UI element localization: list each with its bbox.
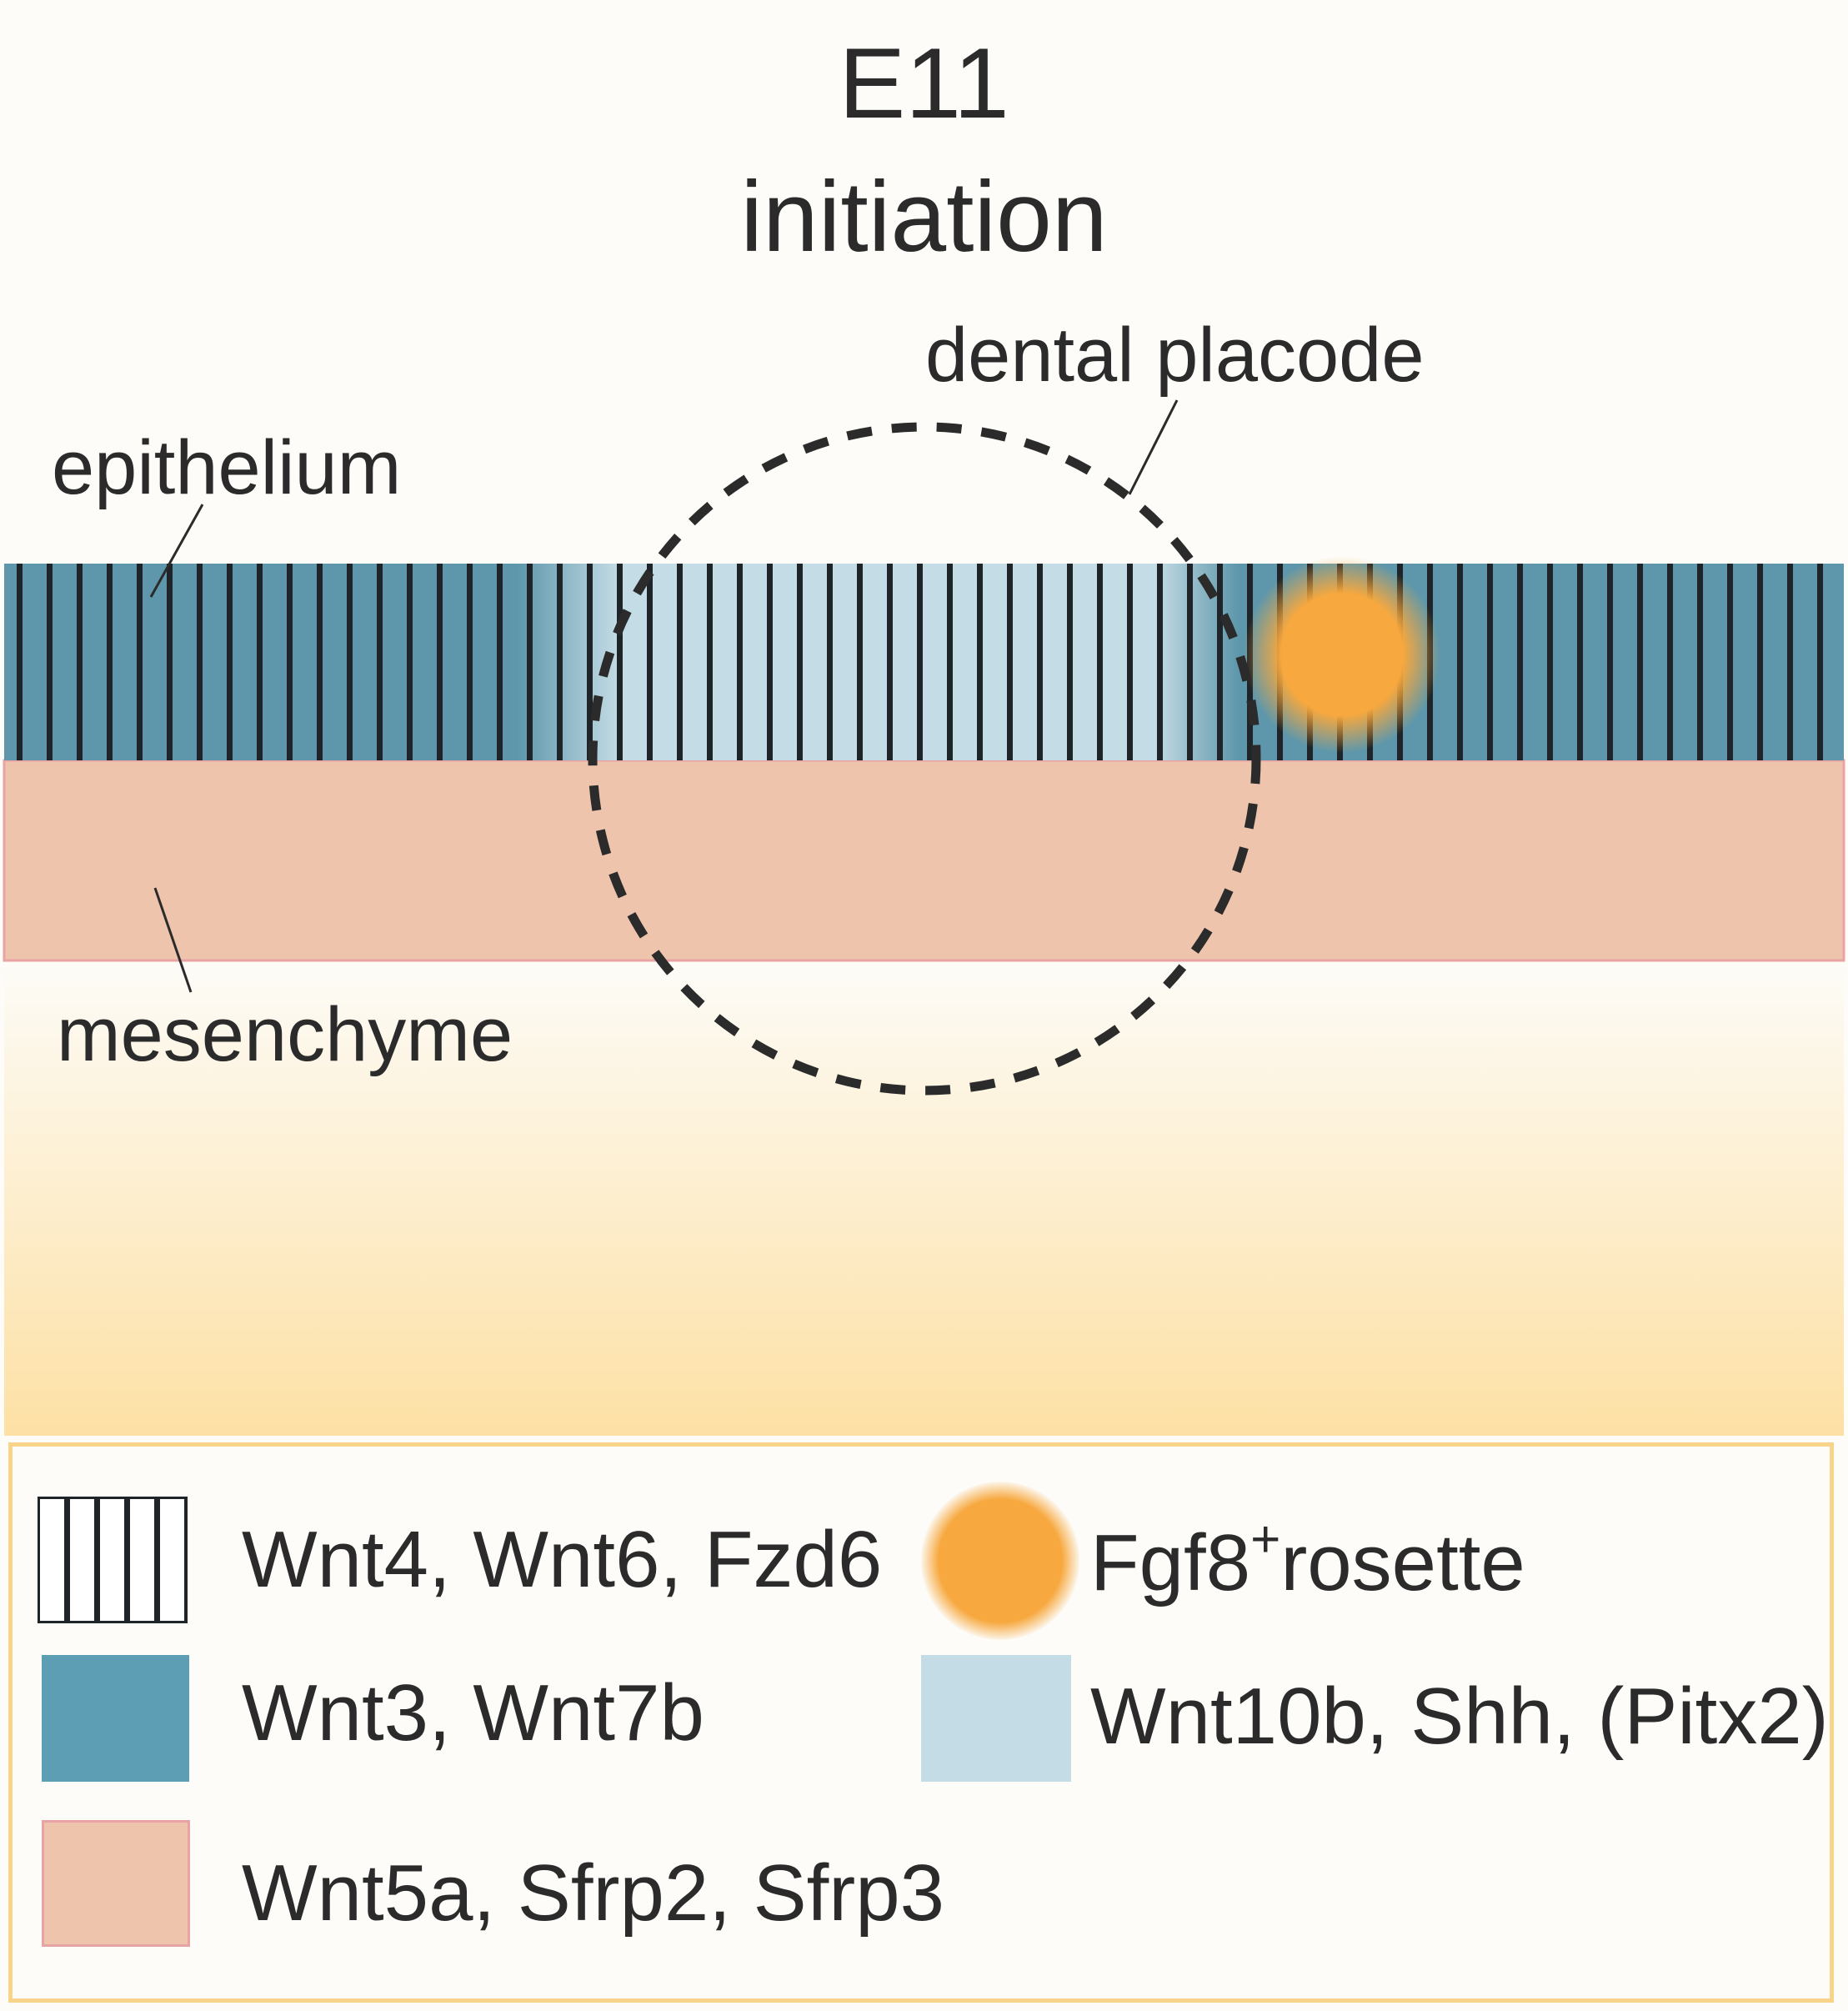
light-blue-swatch — [921, 1655, 1071, 1782]
epithelium-stripe — [317, 564, 323, 760]
epithelium-stripe — [107, 564, 113, 760]
epithelium-stripe — [647, 564, 653, 760]
epithelium-stripe — [1187, 564, 1193, 760]
orange-circle-icon — [921, 1482, 1079, 1640]
epithelium-stripe — [287, 564, 293, 760]
placode-pointer-line — [1128, 399, 1179, 495]
epithelium-stripe — [707, 564, 713, 760]
epithelium-stripe — [17, 564, 23, 760]
epithelium-label: epithelium — [52, 425, 402, 510]
epithelium-stripe — [677, 564, 683, 760]
phase-title: initiation — [740, 161, 1108, 273]
mesenchyme-label: mesenchyme — [57, 992, 513, 1077]
stage-title: E11 — [839, 28, 1009, 139]
epithelium-stripe — [557, 564, 563, 760]
epithelium-stripe — [1697, 564, 1703, 760]
epithelium-stripe — [827, 564, 833, 760]
epithelium-stripe — [47, 564, 53, 760]
epithelium-stripe — [1547, 564, 1553, 760]
mesenchyme-pointer-line — [153, 887, 193, 993]
diagram-canvas: E11 initiation dental placode epithelium… — [3, 28, 1845, 1436]
epithelium-stripe — [1517, 564, 1523, 760]
epithelium-stripe — [137, 564, 143, 760]
pink-swatch — [42, 1820, 190, 1947]
epithelium-stripe — [1727, 564, 1733, 760]
diagram-svg — [3, 399, 1845, 1436]
stripes-swatch — [38, 1497, 188, 1623]
epithelium-stripe — [77, 564, 83, 760]
epithelium-stripe — [257, 564, 263, 760]
epithelium-stripe — [977, 564, 983, 760]
rosette-text: rosette — [1280, 1518, 1525, 1607]
fgf8-rosette — [1244, 556, 1440, 753]
epithelium-stripe — [947, 564, 953, 760]
epithelium-stripe — [467, 564, 473, 760]
epithelium-stripe — [1007, 564, 1013, 760]
epithelium-stripe — [587, 564, 593, 760]
light-blue-legend-label: Wnt10b, Shh, (Pitx2) — [1090, 1672, 1829, 1761]
epithelium-stripe — [1037, 564, 1043, 760]
yellow-gradient-region — [4, 959, 1844, 1436]
epithelium-stripe — [617, 564, 623, 760]
epithelium-stripe — [1457, 564, 1463, 760]
epithelium-stripe — [197, 564, 203, 760]
legend-box: Wnt4, Wnt6, Fzd6 Wnt3, Wnt7b Wnt5a, Sfrp… — [8, 1442, 1834, 2003]
epithelium-stripe — [1097, 564, 1103, 760]
epithelium-stripe — [1487, 564, 1493, 760]
epithelium-stripes — [17, 564, 1823, 760]
epithelium-stripe — [767, 564, 773, 760]
fgf8-superscript: + — [1250, 1511, 1281, 1568]
epithelium-stripe — [497, 564, 503, 760]
epithelium-stripe — [887, 564, 893, 760]
dental-placode-circle — [588, 422, 1261, 1096]
epithelium-stripe — [1217, 564, 1223, 760]
dental-placode-label: dental placode — [925, 313, 1425, 398]
epithelium-stripe — [737, 564, 743, 760]
epithelium-stripe — [1637, 564, 1643, 760]
epithelium-stripe — [377, 564, 383, 760]
epithelium-stripe — [857, 564, 863, 760]
epithelium-stripe — [917, 564, 923, 760]
epithelium-stripe — [227, 564, 233, 760]
fgf8-text: Fgf8 — [1090, 1518, 1251, 1607]
epithelium-stripe — [1127, 564, 1133, 760]
epithelium-stripe — [1157, 564, 1163, 760]
epithelium-stripe — [167, 564, 173, 760]
dark-blue-swatch — [42, 1655, 189, 1782]
epithelium-stripe — [527, 564, 533, 760]
epithelium-stripe — [1787, 564, 1793, 760]
epithelium-stripe — [347, 564, 353, 760]
mesenchyme-band — [3, 759, 1845, 962]
epithelium-pointer-line — [149, 504, 204, 598]
epithelium-stripe — [1757, 564, 1763, 760]
epithelium-band — [4, 564, 1844, 760]
epithelium-stripe — [1067, 564, 1073, 760]
dark-blue-legend-label: Wnt3, Wnt7b — [242, 1668, 704, 1758]
epithelium-stripe — [1577, 564, 1583, 760]
pink-legend-label: Wnt5a, Sfrp2, Sfrp3 — [242, 1848, 945, 1938]
epithelium-stripe — [1607, 564, 1613, 760]
orange-legend-label: Fgf8+rosette — [1090, 1514, 1525, 1603]
epithelium-stripe — [407, 564, 413, 760]
stripes-legend-label: Wnt4, Wnt6, Fzd6 — [242, 1515, 883, 1604]
epithelium-stripe — [797, 564, 803, 760]
epithelium-stripe — [1667, 564, 1673, 760]
epithelium-stripe — [1817, 564, 1823, 760]
epithelium-stripe — [437, 564, 443, 760]
